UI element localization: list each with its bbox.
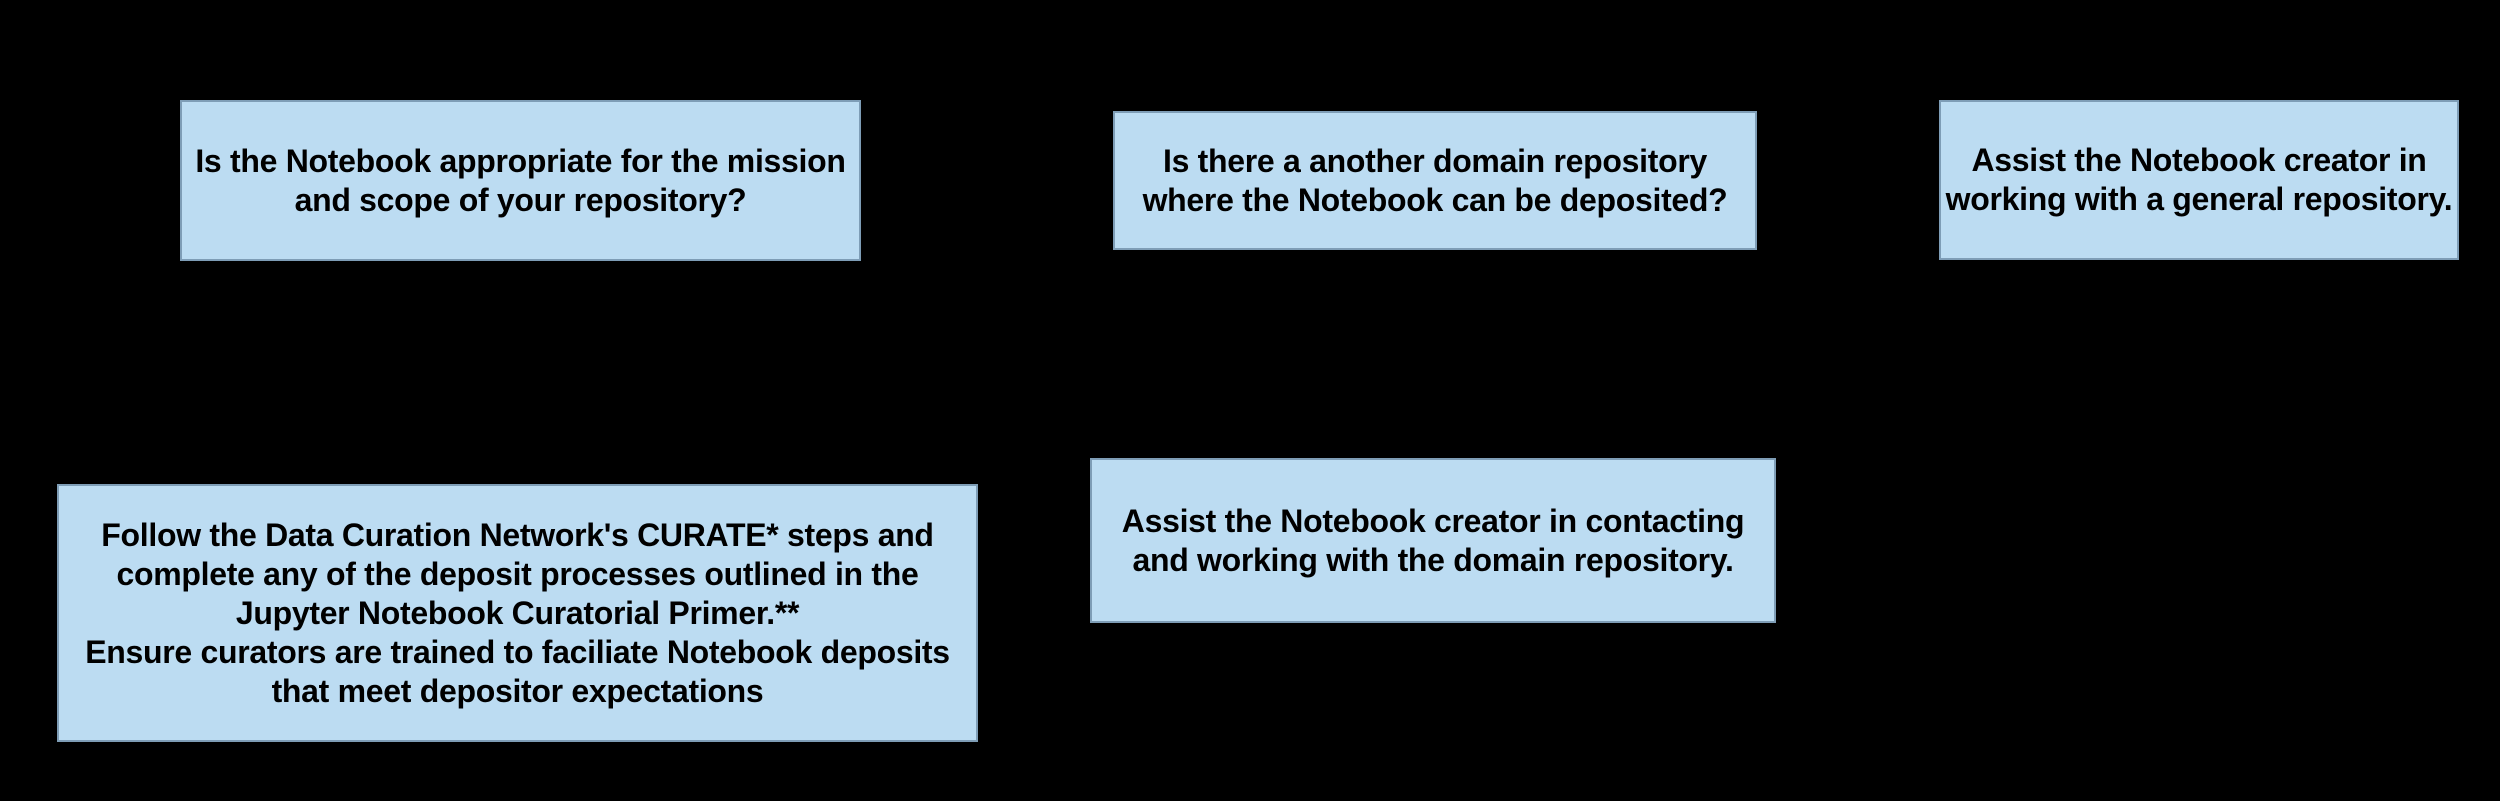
flowchart-node-general-repository-outcome: Assist the Notebook creator in working w… [1939, 100, 2459, 260]
flowchart-node-label: Is there a another domain repository whe… [1142, 142, 1728, 218]
flowchart-node-domain-repository-question: Is there a another domain repository whe… [1113, 111, 1757, 250]
flowchart-node-label: Assist the Notebook creator in working w… [1945, 142, 2453, 217]
flowchart-node-label: Is the Notebook appropriate for the miss… [195, 142, 846, 218]
flowchart-node-curate-steps-outcome: Follow the Data Curation Network's CURAT… [57, 484, 978, 742]
flowchart-node-label: Assist the Notebook creator in contactin… [1121, 502, 1745, 578]
flowchart-node-domain-contact-outcome: Assist the Notebook creator in contactin… [1090, 458, 1776, 623]
flowchart-node-mission-scope-question: Is the Notebook appropriate for the miss… [180, 100, 861, 261]
flowchart-node-label: Follow the Data Curation Network's CURAT… [85, 516, 950, 709]
